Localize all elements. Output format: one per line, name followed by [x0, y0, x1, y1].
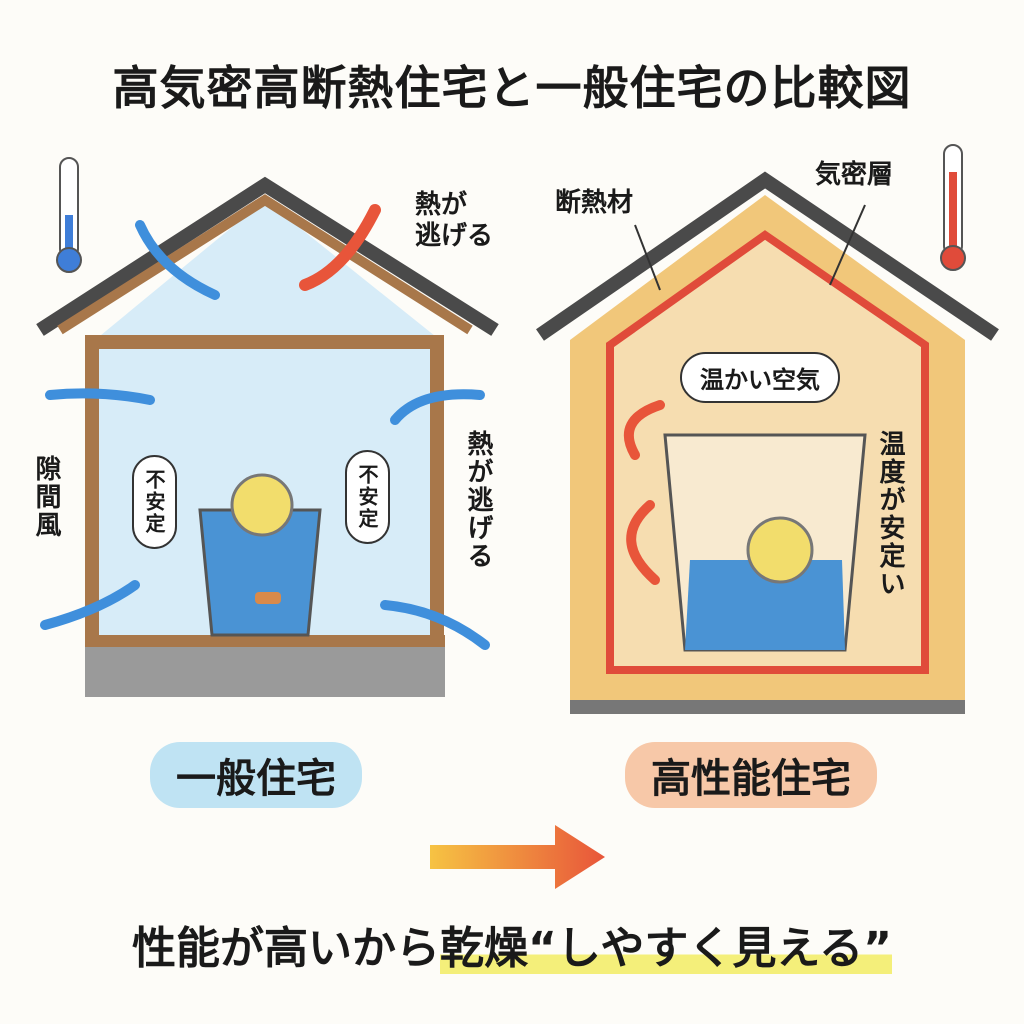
heat-escape-arrow — [299, 204, 381, 291]
heat-escape-label-side: 熱が逃げる — [463, 430, 493, 570]
warm-air-arrows — [623, 400, 665, 585]
right-wall — [430, 335, 444, 640]
high-performance-house-label: 高性能住宅 — [625, 742, 877, 808]
foundation — [85, 647, 445, 697]
calm-coin-character — [746, 516, 814, 584]
high-performance-house — [536, 171, 999, 714]
general-house-label: 一般住宅 — [150, 742, 362, 808]
foundation — [570, 700, 965, 714]
unstable-bubble-left: 不安定 — [132, 455, 177, 549]
roof — [36, 176, 499, 336]
stable-temperature-label: 温度が安定い — [875, 430, 905, 598]
hot-thermometer-icon — [940, 144, 966, 271]
roof — [536, 171, 999, 341]
cold-air-arrows — [40, 220, 490, 650]
progression-arrow-icon — [430, 825, 605, 889]
worried-coin-character — [230, 473, 294, 537]
bottom-caption: 性能が高いから乾燥“しやすく見える” — [0, 912, 1024, 976]
airtight-layer-label: 気密層 — [815, 160, 894, 190]
left-wall — [85, 335, 99, 640]
warm-air-bubble: 温かい空気 — [680, 352, 840, 403]
general-house — [36, 176, 499, 697]
ceiling-beam — [85, 335, 440, 349]
unstable-bubble-right: 不安定 — [345, 450, 390, 544]
insulation-label: 断熱材 — [555, 188, 634, 218]
caption-highlight: 乾燥“しやすく見える” — [439, 923, 893, 974]
caption-text: 性能が高いから — [131, 923, 440, 974]
cold-thermometer-icon — [56, 157, 82, 273]
heat-escape-label-top: 熱が 逃げる — [415, 190, 494, 252]
page-title: 高気密高断熱住宅と一般住宅の比較図 — [112, 61, 912, 115]
draft-label: 隙間風 — [31, 455, 61, 539]
